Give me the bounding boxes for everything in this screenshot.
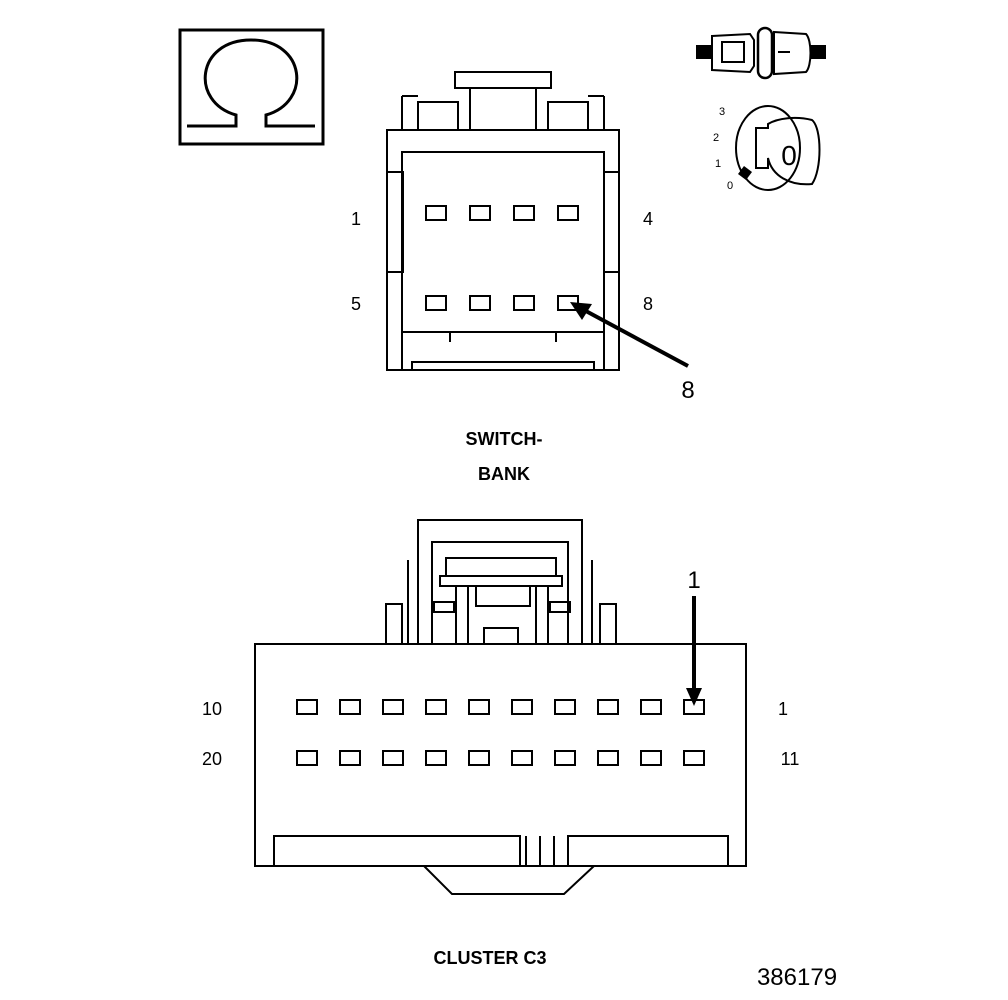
- push-switch-icon: [696, 26, 826, 80]
- figure-number: 386179: [757, 964, 837, 991]
- cluster-pin-14: [554, 750, 576, 766]
- cluster-label-pin-1: 1: [778, 699, 788, 719]
- cluster-callout-label: 1: [687, 567, 700, 594]
- cluster-label-pin-20: 20: [202, 749, 222, 769]
- cluster-label-pin-11: 11: [781, 749, 800, 769]
- cluster-pin-15: [511, 750, 533, 766]
- key-position-1: 1: [715, 158, 721, 170]
- cluster-pin-11: [683, 750, 705, 766]
- switch-bank-pin-5: [425, 295, 447, 311]
- cluster-pin-17: [425, 750, 447, 766]
- cluster-pin-3: [597, 699, 619, 715]
- key-position-2: 2: [713, 132, 719, 144]
- switch-bank-label-pin-5: 5: [351, 294, 361, 314]
- cluster-pin-5: [511, 699, 533, 715]
- cluster-pin-8: [382, 699, 404, 715]
- switch-bank-caption-line1: SWITCH-: [466, 429, 543, 449]
- switch-bank-pin-3: [513, 205, 535, 221]
- cluster-pin-4: [554, 699, 576, 715]
- switch-bank-label-pin-8: 8: [643, 294, 653, 314]
- switch-bank-pin-7: [513, 295, 535, 311]
- switch-bank-connector: 1 4 5 8 8 SWITCH- BANK: [351, 71, 695, 484]
- switch-bank-pin-6: [469, 295, 491, 311]
- cluster-pin-6: [468, 699, 490, 715]
- cluster-pin-18: [382, 750, 404, 766]
- key-switch-icon: 0 3 2 1 0: [713, 105, 821, 192]
- cluster-pin-10: [296, 699, 318, 715]
- key-label: 0: [781, 140, 797, 171]
- switch-bank-pin-1: [425, 205, 447, 221]
- cluster-pin-9: [339, 699, 361, 715]
- key-position-3: 3: [719, 106, 725, 118]
- cluster-pin-19: [339, 750, 361, 766]
- cluster-pin-12: [640, 750, 662, 766]
- switch-bank-callout-label: 8: [681, 377, 694, 404]
- cluster-pin-20: [296, 750, 318, 766]
- key-position-0: 0: [727, 180, 733, 192]
- cluster-pin-13: [597, 750, 619, 766]
- switch-bank-label-pin-1: 1: [351, 209, 361, 229]
- switch-bank-callout-arrow: [583, 308, 689, 368]
- switch-bank-pin-2: [469, 205, 491, 221]
- switch-bank-label-pin-4: 4: [643, 209, 653, 229]
- cluster-pin-2: [640, 699, 662, 715]
- cluster-caption: CLUSTER C3: [433, 948, 546, 968]
- omega-icon: [187, 38, 315, 128]
- cluster-pin-16: [468, 750, 490, 766]
- switch-bank-pin-4: [557, 205, 579, 221]
- cluster-c3-connector: 10 1 20 11 1 CLUSTER C3: [202, 519, 800, 968]
- cluster-pin-7: [425, 699, 447, 715]
- ohmmeter-symbol: [178, 28, 325, 146]
- switch-bank-caption-line2: BANK: [478, 464, 530, 484]
- cluster-label-pin-10: 10: [202, 699, 222, 719]
